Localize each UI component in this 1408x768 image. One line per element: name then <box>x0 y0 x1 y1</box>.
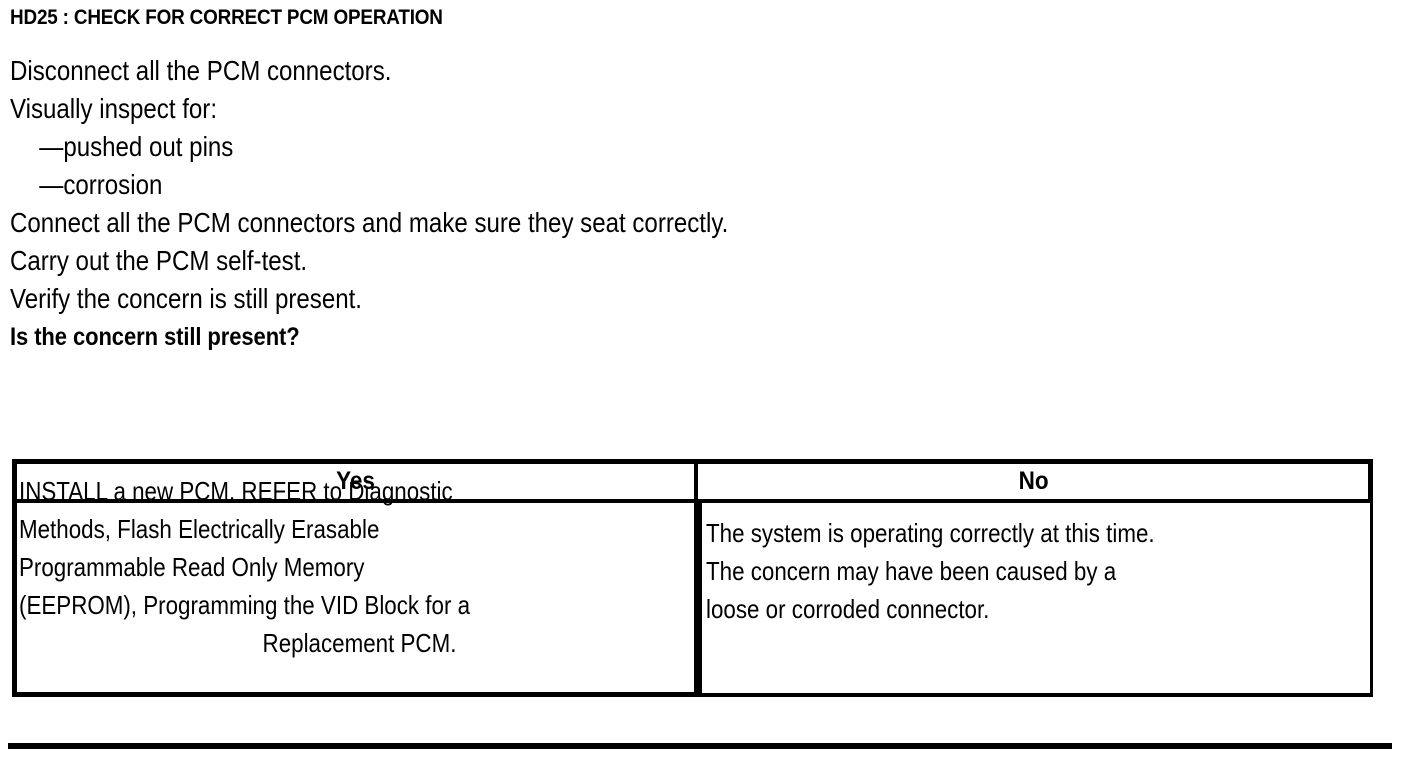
table-header-row: Yes No <box>17 464 1368 503</box>
instruction-bullet: —corrosion <box>39 169 163 200</box>
table-cell-yes <box>17 503 698 693</box>
instruction-line: Connect all the PCM connectors and make … <box>10 207 729 238</box>
table-cell-yes-line: (EEPROM), Programming the VID Block for … <box>19 590 471 620</box>
table-cell-yes-line: Replacement PCM. <box>262 628 457 658</box>
table-body-row <box>17 503 1368 693</box>
table-header-yes: Yes <box>17 464 698 499</box>
table-cell-yes-line: Methods, Flash Electrically Erasable <box>19 514 380 544</box>
table-column-divider <box>698 503 702 693</box>
instruction-line: Visually inspect for: <box>10 93 218 124</box>
column-mask <box>702 503 1370 693</box>
instruction-bullet: —pushed out pins <box>39 131 234 162</box>
page-footer-rule <box>8 743 1392 749</box>
table-cell-yes-text: INSTALL a new PCM. REFER to Diagnostic M… <box>19 472 719 662</box>
table-cell-no-text: The system is operating correctly at thi… <box>706 514 1406 628</box>
page-title: HD25 : CHECK FOR CORRECT PCM OPERATION <box>10 6 443 29</box>
instruction-line: Verify the concern is still present. <box>10 283 362 314</box>
table-cell-no-line: The system is operating correctly at thi… <box>706 518 1155 548</box>
table-cell-no-line: The concern may have been caused by a <box>706 556 1117 586</box>
decision-question: Is the concern still present? <box>10 323 300 351</box>
table-cell-no-line: loose or corroded connector. <box>706 594 990 624</box>
table-header-no: No <box>698 464 1370 499</box>
instruction-list: Disconnect all the PCM connectors. Visua… <box>10 52 1390 356</box>
table-cell-yes-line: Programmable Read Only Memory <box>19 552 365 582</box>
instruction-line: Carry out the PCM self-test. <box>10 245 308 276</box>
table-header-no-label: No <box>1018 467 1049 495</box>
table-header-yes-label: Yes <box>336 467 375 495</box>
table-cell-yes-line: INSTALL a new PCM. REFER to Diagnostic <box>19 476 453 506</box>
instruction-line: Disconnect all the PCM connectors. <box>10 55 392 86</box>
decision-table: Yes No INSTALL a new PCM. REFER to Diagn… <box>12 459 1373 697</box>
